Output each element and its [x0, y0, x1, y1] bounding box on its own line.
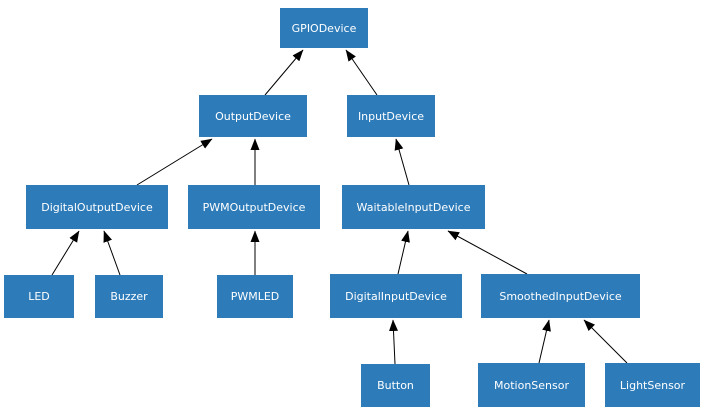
inherits-arrow-led-to-digitaloutputdevice	[51, 230, 80, 276]
class-node-label: DigitalOutputDevice	[41, 200, 153, 214]
inherits-arrow-buzzer-to-digitaloutputdevice	[103, 230, 121, 276]
class-node-button[interactable]: Button	[361, 364, 430, 407]
inherits-arrow-waitableinputdevice-to-inputdevice	[394, 138, 410, 186]
class-node-buzzer[interactable]: Buzzer	[95, 275, 163, 318]
class-node-led[interactable]: LED	[4, 275, 74, 318]
inherits-arrow-motionsensor-to-smoothedinputdevice	[538, 319, 551, 364]
class-node-label: OutputDevice	[215, 109, 291, 123]
class-node-label: InputDevice	[357, 109, 425, 123]
class-node-outputdevice[interactable]: OutputDevice	[199, 95, 307, 137]
class-node-label: PWMLED	[230, 290, 280, 303]
class-node-label: GPIODevice	[291, 21, 357, 35]
class-node-digitaloutputdevice[interactable]: DigitalOutputDevice	[26, 185, 168, 229]
inherits-arrow-smoothedinputdevice-to-waitableinputdevice	[447, 230, 528, 275]
inherits-arrow-digitaloutputdevice-to-outputdevice	[136, 138, 213, 186]
class-node-label: PWMOutputDevice	[202, 200, 306, 214]
class-node-label: LED	[28, 290, 50, 303]
class-node-digitalinputdevice[interactable]: DigitalInputDevice	[330, 274, 462, 318]
class-node-pwmled[interactable]: PWMLED	[217, 275, 293, 318]
class-node-label: SmoothedInputDevice	[499, 289, 622, 303]
inherits-arrow-inputdevice-to-gpiodevice	[345, 49, 378, 96]
class-node-label: Buzzer	[110, 290, 148, 303]
class-node-label: MotionSensor	[494, 378, 569, 392]
class-node-label: WaitableInputDevice	[356, 200, 471, 214]
class-node-inputdevice[interactable]: InputDevice	[347, 95, 435, 137]
class-node-lightsensor[interactable]: LightSensor	[605, 363, 700, 407]
inherits-arrow-outputdevice-to-gpiodevice	[264, 49, 304, 96]
class-node-waitableinputdevice[interactable]: WaitableInputDevice	[342, 185, 485, 229]
inherits-arrow-digitalinputdevice-to-waitableinputdevice	[397, 230, 410, 275]
inherits-arrow-lightsensor-to-smoothedinputdevice	[583, 319, 628, 364]
class-node-motionsensor[interactable]: MotionSensor	[478, 363, 585, 407]
class-node-smoothedinputdevice[interactable]: SmoothedInputDevice	[481, 274, 640, 318]
class-node-pwmoutputdevice[interactable]: PWMOutputDevice	[188, 185, 320, 229]
inherits-arrow-button-to-digitalinputdevice	[389, 319, 398, 365]
class-node-label: DigitalInputDevice	[345, 289, 447, 303]
class-node-label: Button	[377, 379, 414, 392]
class-node-gpiodevice[interactable]: GPIODevice	[280, 8, 368, 48]
class-node-label: LightSensor	[619, 378, 686, 392]
